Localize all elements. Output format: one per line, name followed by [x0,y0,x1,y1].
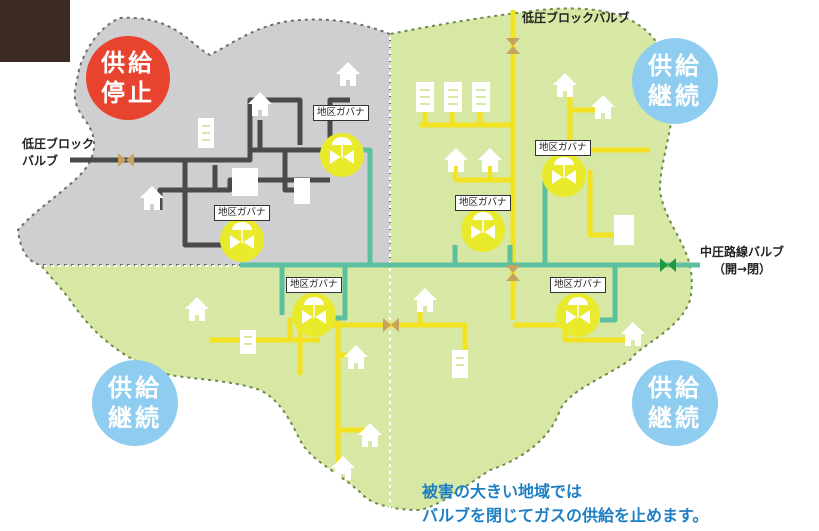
governor-label: 地区ガバナ [535,140,591,156]
zone-label-line1: 供給 [648,374,702,402]
caption-line2: バルブを閉じてガスの供給を止めます。 [422,506,709,525]
governor-label: 地区ガバナ [313,105,369,121]
caption: 被害の大きい地域では バルブを閉じてガスの供給を止めます。 [422,480,817,528]
zone-label-line1: 供給 [648,52,702,80]
valve-label-line2: バルブ [22,154,59,168]
valve-label-line1: 低圧ブロック [22,137,95,151]
photo-fragment [0,0,70,62]
governor-label: 地区ガバナ [550,277,606,293]
low-pressure-valve-top-label: 低圧ブロックバルブ [522,11,630,25]
zone-label-line2: 停止 [101,79,155,107]
zone-label-line2: 継続 [648,82,702,110]
house-icons [140,62,645,480]
zone-label-line1: 供給 [101,49,155,77]
district-governor-4 [542,153,586,197]
zone-label-line2: 継続 [648,404,702,432]
low-pressure-valve-left-label: 低圧ブロック バルブ [22,136,94,170]
district-governor-6 [556,293,600,337]
zone-label-line1: 供給 [108,374,162,402]
low-pressure-valve-bottom-icon [383,318,399,332]
zone-label-supply-continue-top-right: 供給 継続 [632,38,718,124]
zone-label-supply-continue-bottom-right: 供給 継続 [632,360,718,446]
medium-pressure-valve-label: 中圧路線バルブ （開→閉） [700,244,784,278]
governor-label: 地区ガバナ [214,205,270,221]
low-pressure-valve-top-icon [506,38,520,54]
valve-label-line1: 中圧路線バルブ [700,245,785,259]
low-pressure-valve-center-icon [506,265,520,281]
zone-label-line2: 継続 [108,404,162,432]
district-governor-5 [292,293,336,337]
zone-label-supply-stopped: 供給 停止 [86,36,170,120]
caption-line1: 被害の大きい地域では [422,482,583,501]
district-governor-2 [220,218,264,262]
low-pressure-valve-left-icon [118,153,134,167]
medium-pressure-valve-icon [660,258,676,272]
building-window-lines [202,89,486,366]
district-governor-3 [461,208,505,252]
governor-label: 地区ガバナ [286,277,342,293]
zone-label-supply-continue-bottom-left: 供給 継続 [92,360,178,446]
valve-label-line2: （開→閉） [712,262,772,276]
district-governor-1 [320,133,364,177]
governor-label: 地区ガバナ [455,195,511,211]
